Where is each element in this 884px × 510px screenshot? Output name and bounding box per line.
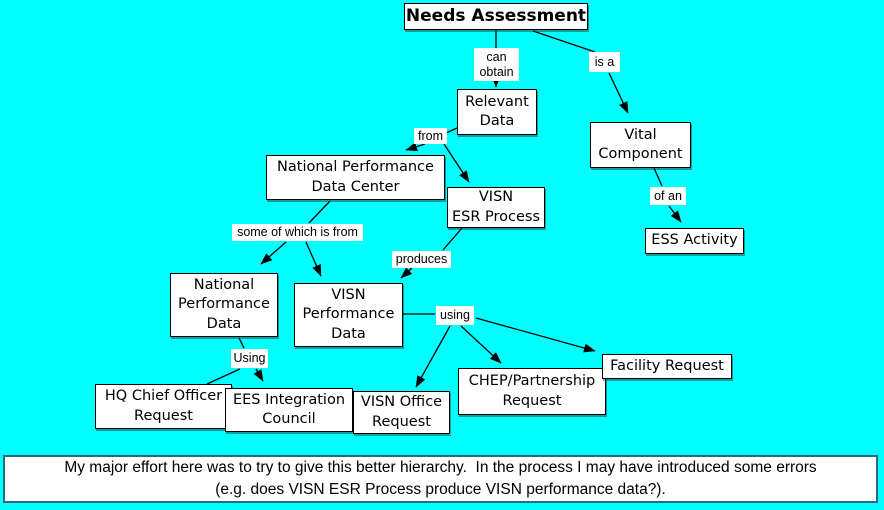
node-facility-request[interactable]: Facility Request	[602, 354, 732, 379]
link-label-some-of-which-is-from[interactable]: some of which is from	[232, 224, 363, 241]
node-visn-esr-process[interactable]: VISN ESR Process	[447, 187, 545, 228]
link-label-of-an[interactable]: of an	[650, 187, 686, 205]
link-label-using-right[interactable]: using	[436, 306, 474, 325]
node-needs-assessment[interactable]: Needs Assessment	[404, 3, 588, 30]
node-vital-component[interactable]: Vital Component	[590, 122, 691, 168]
node-visn-office-request[interactable]: VISN Office Request	[353, 391, 450, 434]
comment-banner[interactable]: My major effort here was to try to give …	[3, 455, 878, 503]
link-label-produces[interactable]: produces	[392, 251, 451, 268]
node-national-performance-data[interactable]: National Performance Data	[170, 273, 278, 337]
node-chep-partnership-request[interactable]: CHEP/Partnership Request	[458, 368, 606, 415]
link-label-using-left[interactable]: Using	[231, 349, 268, 368]
node-relevant-data[interactable]: Relevant Data	[457, 89, 537, 135]
node-national-performance-data-center[interactable]: National Performance Data Center	[266, 155, 445, 200]
comment-banner-line1: My major effort here was to try to give …	[64, 459, 817, 477]
node-ees-integration-council[interactable]: EES Integration Council	[225, 388, 353, 432]
node-hq-chief-officer-request[interactable]: HQ Chief Officer Request	[95, 384, 232, 429]
link-label-can-obtain[interactable]: can obtain	[474, 48, 519, 81]
node-ess-activity[interactable]: ESS Activity	[645, 228, 744, 254]
link-label-from[interactable]: from	[414, 128, 447, 144]
comment-banner-line2: (e.g. does VISN ESR Process produce VISN…	[215, 481, 666, 498]
node-visn-performance-data[interactable]: VISN Performance Data	[294, 283, 403, 347]
link-label-is-a[interactable]: is a	[589, 52, 620, 72]
